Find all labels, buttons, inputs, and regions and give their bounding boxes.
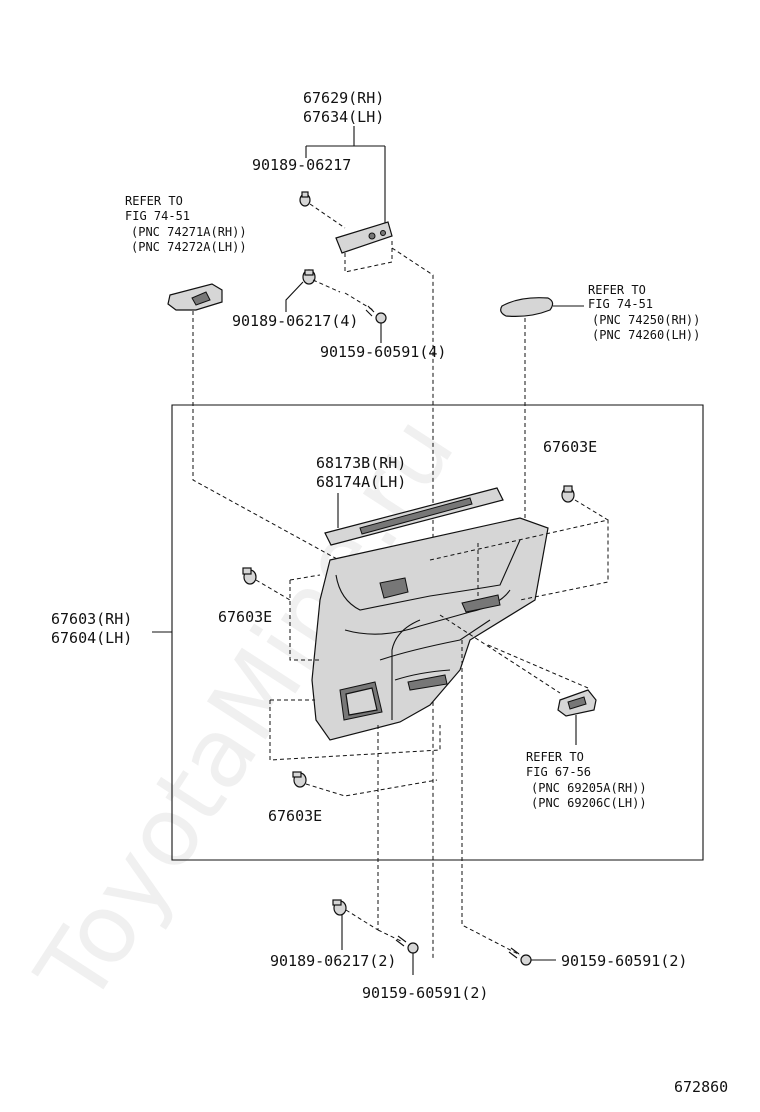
label-68174a-lh: 68174A(LH) <box>316 473 406 491</box>
door-trim-board <box>311 517 549 741</box>
label-68173b-rh: 68173B(RH) <box>316 454 406 472</box>
inside-handle-bezel <box>557 689 597 717</box>
clip-e-left-icon <box>242 567 257 585</box>
refer3-line4: (PNC 69206C(LH)) <box>531 796 647 810</box>
refer1-line1: REFER TO <box>125 194 183 208</box>
refer3-line2: FIG 67-56 <box>526 765 591 779</box>
label-67629-rh: 67629(RH) <box>303 89 384 107</box>
switch-base-part <box>335 221 393 254</box>
label-clip-top: 90189-06217 <box>252 156 351 174</box>
clip-bottom-icon <box>332 899 347 916</box>
label-clip-bottom: 90189-06217(2) <box>270 952 396 970</box>
refer1-line2: FIG 74-51 <box>125 209 190 223</box>
refer2-line2: FIG 74-51 <box>588 297 653 311</box>
label-clip-e-top: 67603E <box>543 438 597 456</box>
refer2-line4: (PNC 74260(LH)) <box>592 328 700 342</box>
label-clip-e-bottom: 67603E <box>268 807 322 825</box>
label-67604-lh: 67604(LH) <box>51 629 132 647</box>
clip-mid-icon <box>302 269 316 285</box>
label-screw-bottom: 90159-60591(2) <box>362 984 488 1002</box>
label-screw-bottom-right: 90159-60591(2) <box>561 952 687 970</box>
refer1-line4: (PNC 74272A(LH)) <box>131 240 247 254</box>
belt-moulding-strip <box>324 487 504 546</box>
refer2-line1: REFER TO <box>588 283 646 297</box>
clip-e-top-icon <box>561 485 575 503</box>
screw-mid-icon <box>365 305 387 324</box>
screw-bottom-icon <box>395 935 419 954</box>
refer3-line1: REFER TO <box>526 750 584 764</box>
clip-e-bottom-icon <box>292 771 307 788</box>
label-screw-mid: 90159-60591(4) <box>320 343 446 361</box>
label-67634-lh: 67634(LH) <box>303 108 384 126</box>
refer1-line3: (PNC 74271A(RH)) <box>131 225 247 239</box>
diagram-id: 672860 <box>674 1078 728 1096</box>
armrest-cover <box>500 297 554 317</box>
refer2-line3: (PNC 74250(RH)) <box>592 313 700 327</box>
label-clip-mid: 90189-06217(4) <box>232 312 358 330</box>
window-switch-panel <box>167 283 223 311</box>
refer3-line3: (PNC 69205A(RH)) <box>531 781 647 795</box>
label-clip-e-left: 67603E <box>218 608 272 626</box>
clip-top-icon <box>299 191 311 207</box>
screw-bottom-right-icon <box>508 947 532 966</box>
label-67603-rh: 67603(RH) <box>51 610 132 628</box>
trim-board-frame <box>171 404 704 861</box>
